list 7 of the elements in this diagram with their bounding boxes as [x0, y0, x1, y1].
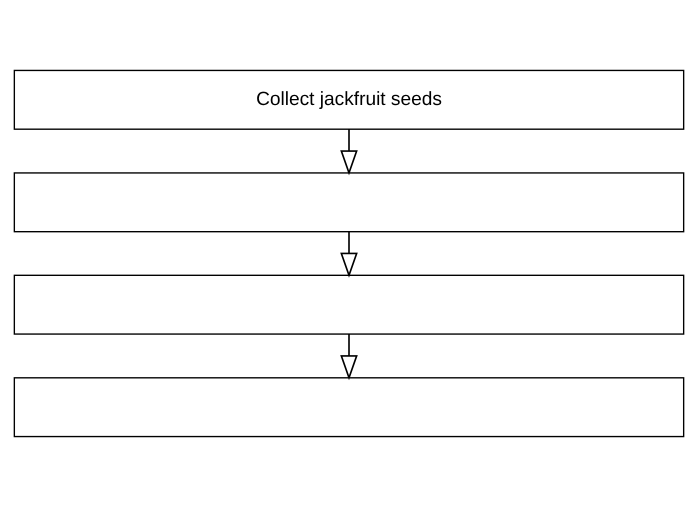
node-box — [14, 172, 684, 232]
node-box — [14, 274, 684, 334]
node-box: Collect jackfruit seeds — [14, 69, 684, 130]
arrow — [340, 129, 358, 175]
arrow — [340, 334, 358, 380]
node-box — [14, 376, 684, 437]
arrow — [340, 231, 358, 278]
